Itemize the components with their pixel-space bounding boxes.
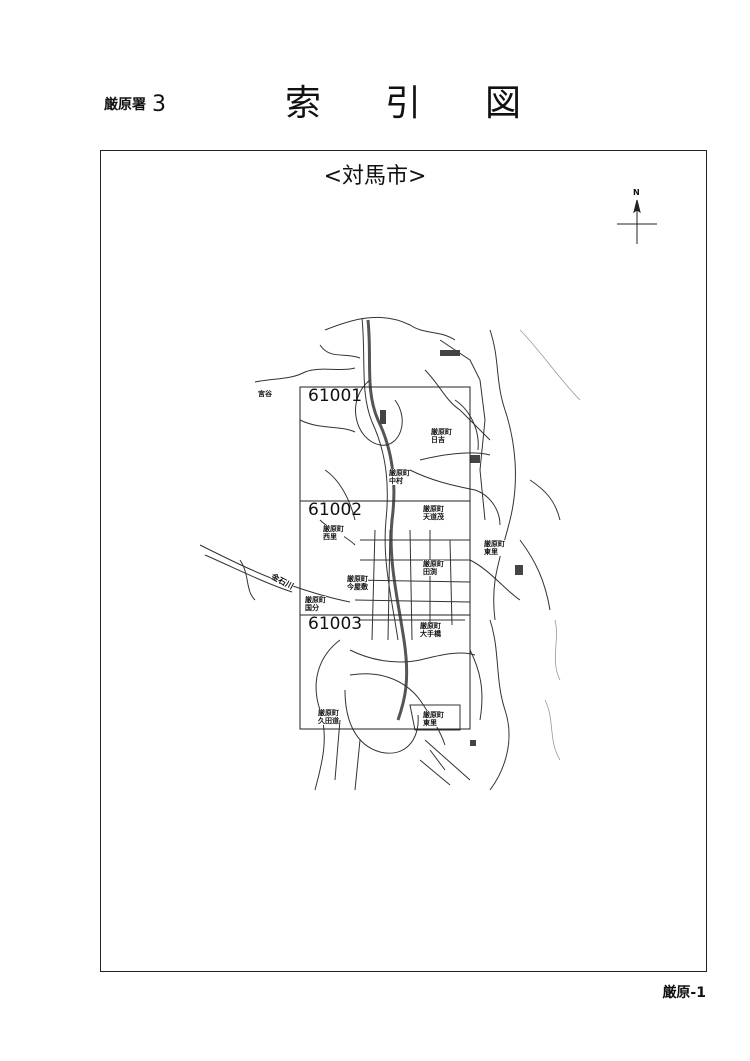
compass-icon (617, 199, 657, 244)
sheet-number-61001[interactable]: 61001 (308, 386, 363, 406)
title-char-3: 図 (485, 83, 522, 124)
station-number: 3 (152, 92, 166, 117)
place-label-higashizato-east: 厳原町 東里 (484, 540, 505, 556)
place-label-imayashiki: 厳原町 今屋敷 (347, 575, 368, 591)
road-network (199, 316, 561, 791)
title-char-1: 索 (285, 83, 322, 124)
sheet-number-61002[interactable]: 61002 (308, 500, 363, 520)
title-char-2: 引 (385, 83, 422, 124)
map-subtitle: <対馬市> (323, 164, 427, 189)
page-title: 索引図 (285, 74, 585, 126)
place-label-nishizato: 厳原町 西里 (323, 525, 344, 541)
buildings (380, 350, 523, 746)
place-label-kutagawa: 厳原町 久田道 (318, 709, 339, 725)
place-label-tendomo: 厳原町 天道茂 (423, 505, 444, 521)
place-label-tabuchi: 厳原町 田渕 (423, 560, 444, 576)
sheet-61003[interactable] (299, 614, 471, 730)
place-label-otebashi: 厳原町 大手橋 (420, 622, 441, 638)
place-label-kokubu: 厳原町 国分 (305, 596, 326, 612)
place-label-miyatani: 宮谷 (258, 390, 272, 398)
place-label-higashizato-south: 厳原町 東里 (423, 711, 444, 727)
page-label: 厳原-1 (662, 985, 706, 1001)
sheet-number-61003[interactable]: 61003 (308, 614, 363, 634)
coastline (519, 329, 581, 761)
sheet-grid (299, 386, 471, 730)
compass-north-label: N (633, 188, 640, 197)
place-label-nakamura: 厳原町 中村 (389, 469, 410, 485)
station-name: 厳原署 (104, 97, 146, 113)
map-frame (100, 150, 707, 972)
place-label-hiyoshi: 厳原町 日吉 (431, 428, 452, 444)
station-label: 厳原署 3 (104, 92, 166, 117)
